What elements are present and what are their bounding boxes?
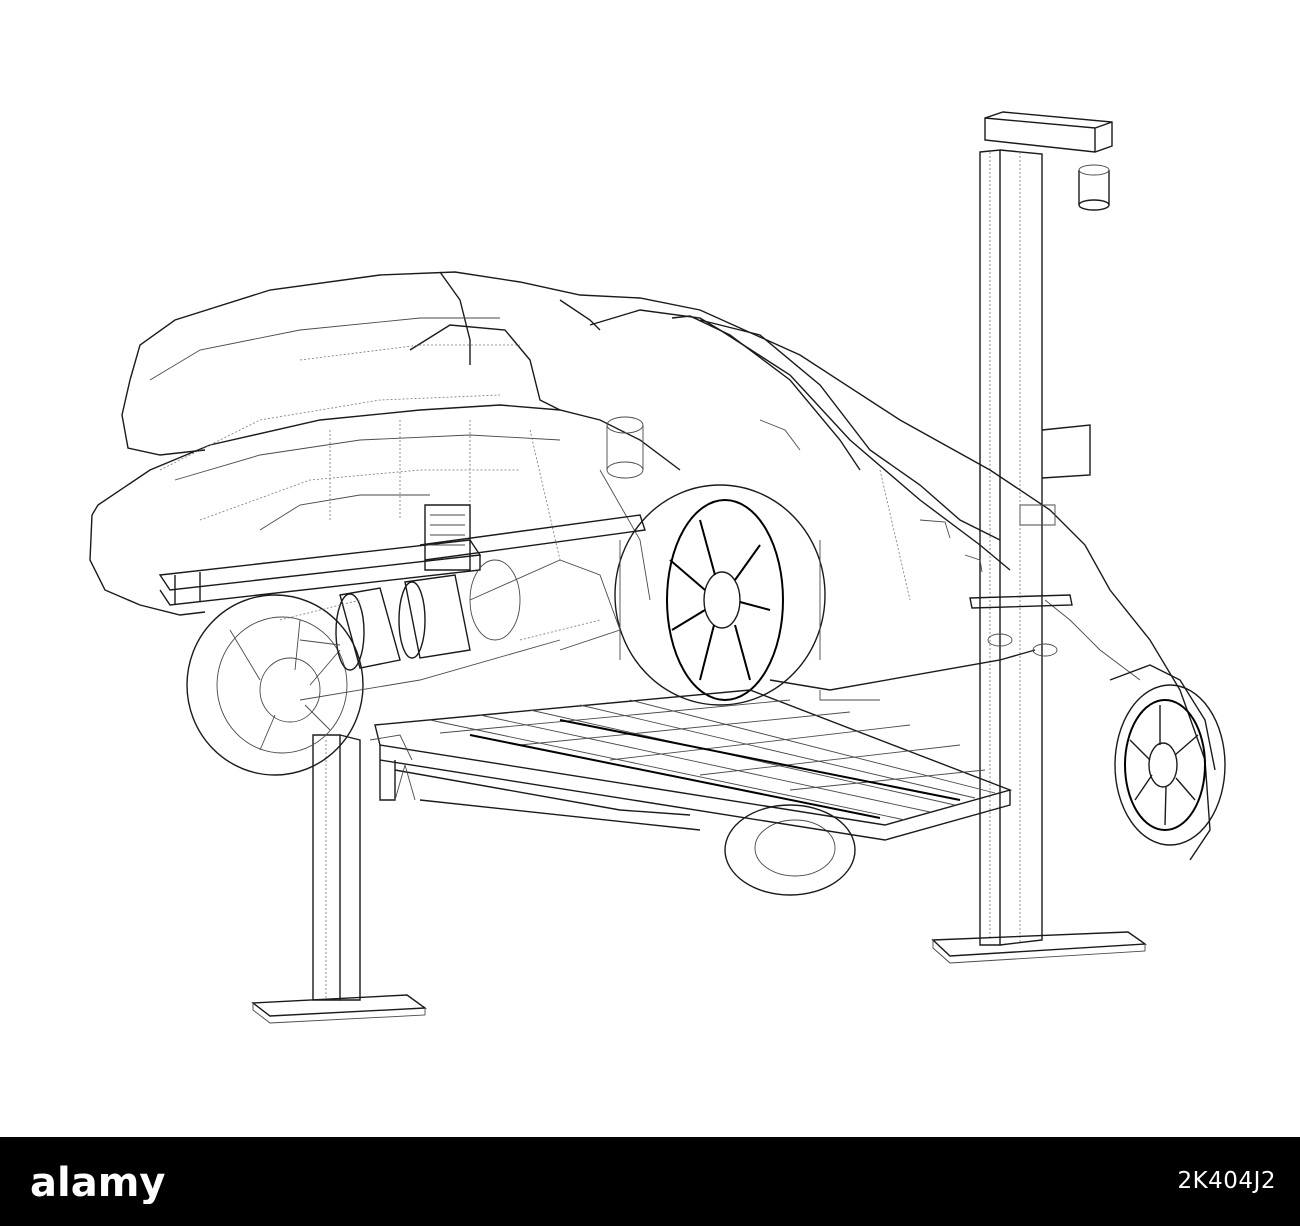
image-id-label: 2K404J2: [1177, 1168, 1276, 1194]
alamy-logo: alamy: [30, 1164, 165, 1204]
watermark-footer: [0, 1137, 1300, 1226]
lift-arms: [158, 504, 1073, 701]
svg-text:alamy: alamy: [30, 1164, 165, 1204]
lift-platform: [374, 689, 1013, 841]
drivetrain-components: [279, 416, 1058, 801]
wheel-rear-left: [186, 594, 364, 776]
illustration-canvas: [89, 111, 1226, 1024]
lift-column-left: [251, 734, 428, 1024]
wheel-rear-right: [614, 484, 826, 706]
wheel-front-right: [1114, 684, 1226, 846]
lift-column-right: [931, 111, 1148, 964]
car-body: [89, 271, 1216, 861]
wheel-front-left: [724, 804, 856, 896]
car-on-lift-wireframe: [89, 111, 1226, 1024]
